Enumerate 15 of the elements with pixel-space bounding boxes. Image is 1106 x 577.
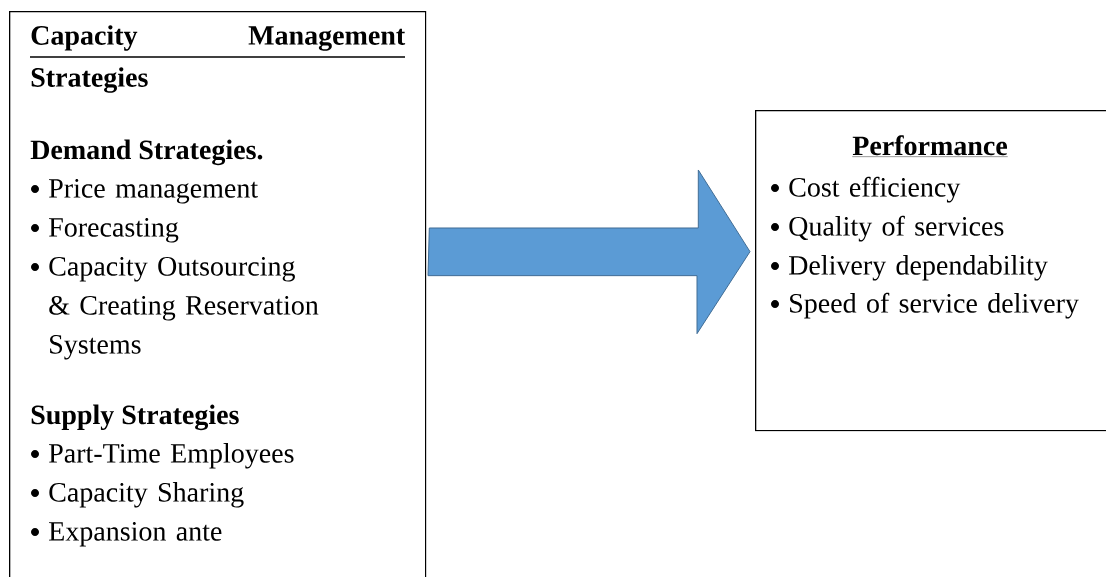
list-item: Speed of service delivery xyxy=(790,292,1079,319)
list-item: Capacity Outsourcing & Creating Reservation Systems xyxy=(49,256,319,360)
list-item: Price management xyxy=(49,178,258,204)
list-item: Quality of services xyxy=(789,215,1004,242)
list-item: Delivery dependability xyxy=(789,255,1048,281)
heading: Capacity Management Strategies xyxy=(29,25,406,93)
list-item: Part-Time Employees xyxy=(49,443,294,469)
block-arrow xyxy=(427,169,751,335)
heading: Performance xyxy=(852,135,1008,157)
heading: Demand Strategies. xyxy=(30,139,263,166)
list-item: Forecasting xyxy=(49,217,179,243)
list-item: Capacity Sharing xyxy=(49,482,244,508)
heading: Supply Strategies xyxy=(31,404,239,431)
list-item: Cost efficiency xyxy=(789,176,961,203)
list-item: Expansion ante xyxy=(49,521,222,547)
